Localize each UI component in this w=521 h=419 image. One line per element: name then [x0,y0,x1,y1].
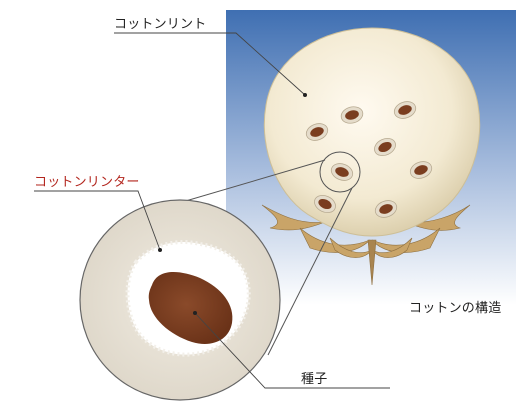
cotton-boll [264,28,479,236]
label-cotton-structure: コットンの構造 [409,301,501,317]
label-seed: 種子 [301,372,327,388]
label-cotton-linter: コットンリンター [34,175,140,191]
label-cotton-lint: コットンリント [114,17,206,33]
